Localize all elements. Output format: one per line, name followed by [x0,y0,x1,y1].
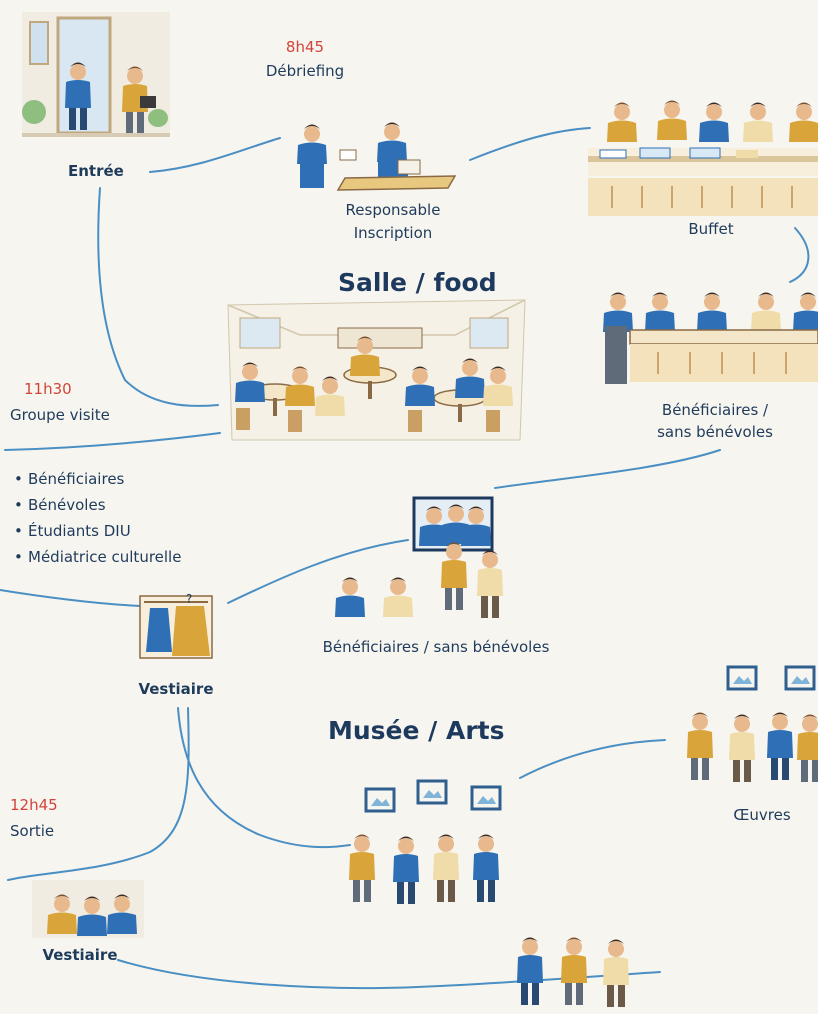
groupe-members-list: Bénéficiaires Bénévoles Étudiants DIU Mé… [14,466,181,570]
connector-beneficiaires-screen [494,449,721,489]
sortie-label: Sortie [10,822,55,840]
responsable-label-line2: Inscription [353,224,433,242]
connector-bullets-vestiaire [0,589,141,607]
exit-group-illustration [32,880,144,938]
groupe-member: Bénévoles [14,492,181,518]
connector-entree-responsable [149,137,281,173]
responsable-label-line1: Responsable [345,201,441,219]
entree-label: Entrée [68,162,124,180]
connector-vestiaire2-walkers [117,959,661,990]
artworks-illustration [687,665,818,782]
vestiaire-label-2: Vestiaire [42,946,118,964]
screen-audience-illustration [335,496,503,618]
beneficiaires-label-line1: Bénéficiaires / [661,401,769,419]
debriefing-time: 8h45 [285,38,325,56]
connector-musee-oeuvres [519,739,666,779]
coat-rack-illustration: ? [139,592,213,659]
groupe-member: Étudiants DIU [14,518,181,544]
groupe-label: Groupe visite [10,406,110,424]
table-group-illustration [603,292,818,384]
connector-responsable-buffet [469,127,591,161]
buffet-illustration [588,100,818,216]
beneficiaires-center-label: Bénéficiaires / sans bénévoles [322,638,550,656]
connector-vestiaire-sortie [7,707,190,881]
salle-food-heading: Salle / food [338,268,497,297]
connector-buffet-beneficiaires [789,227,810,283]
vestiaire-label-1: Vestiaire [138,680,214,698]
groupe-time: 11h30 [24,380,72,398]
groupe-member: Médiatrice culturelle [14,544,181,570]
connector-entree-groupe [97,187,219,407]
oeuvres-label: Œuvres [733,806,791,824]
sortie-time: 12h45 [10,796,58,814]
groupe-member: Bénéficiaires [14,466,181,492]
connector-vestiaire-center [227,539,409,604]
registration-desk-illustration [297,122,457,191]
beneficiaires-label-line2: sans bénévoles [657,423,773,441]
svg-text:?: ? [186,592,192,606]
buffet-label: Buffet [688,220,734,238]
musee-arts-heading: Musée / Arts [328,716,505,745]
debriefing-label: Débriefing [265,62,345,80]
dining-hall-illustration [227,299,526,441]
connector-groupe-bullets [4,432,221,451]
walking-group-illustration [517,937,629,1007]
connector-vestiaire-musee [177,707,351,849]
gallery-visitors-illustration [349,779,502,904]
door-illustration [22,12,170,137]
